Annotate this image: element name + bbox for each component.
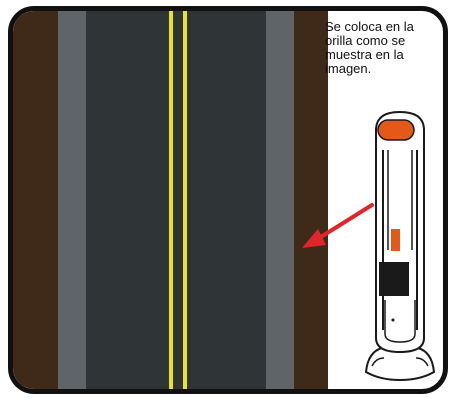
- road-scene: [13, 11, 328, 389]
- road-asphalt: [86, 11, 266, 389]
- left-shoulder: [58, 11, 86, 389]
- illustration-frame: [8, 6, 448, 394]
- caption-text: Se coloca en la orilla como se muestra e…: [325, 19, 414, 76]
- center-line-left: [169, 11, 173, 389]
- center-line-right: [183, 11, 187, 389]
- right-shoulder: [266, 11, 294, 389]
